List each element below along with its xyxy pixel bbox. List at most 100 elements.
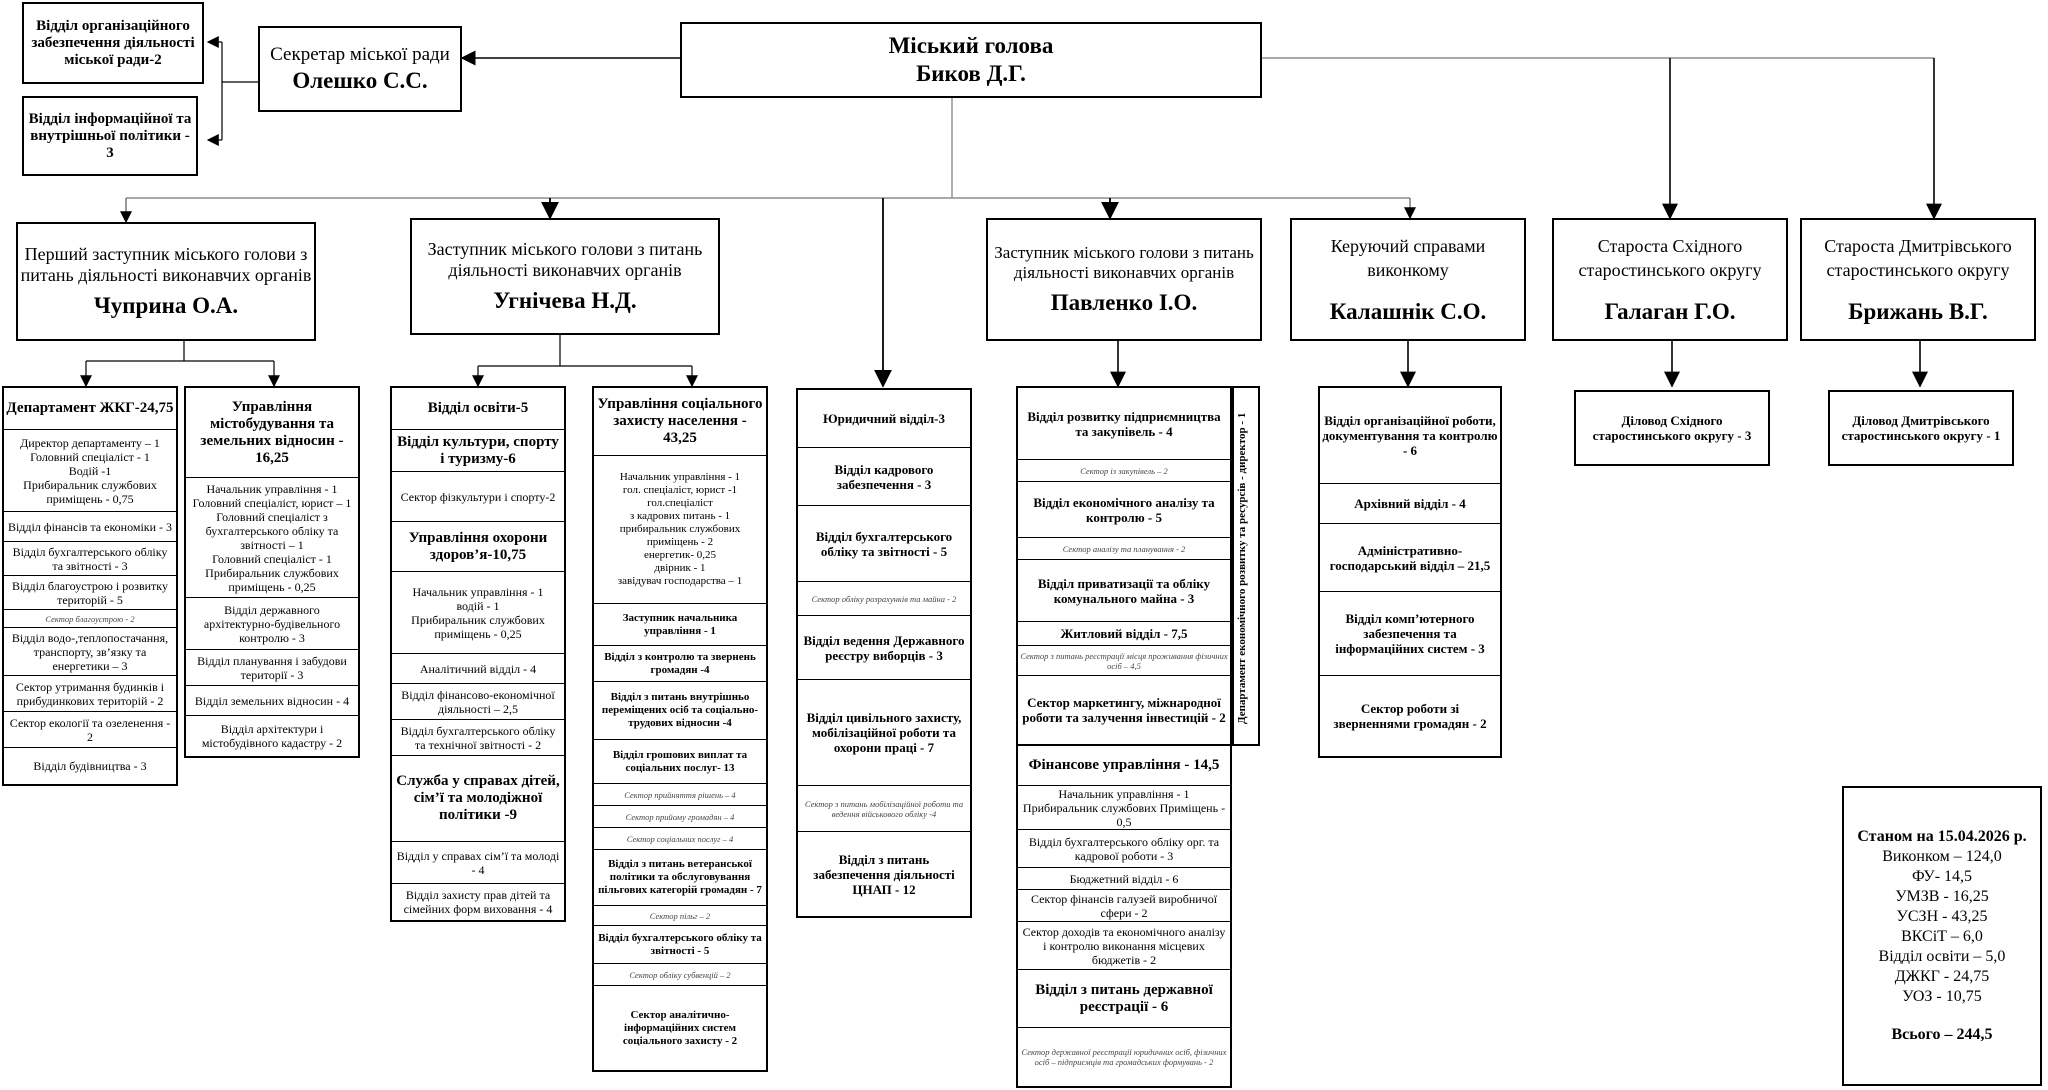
children-service: Служба у справах дітей, сім’ї та молодіж… xyxy=(392,756,564,842)
djkg-staff: Директор департаменту – 1 Головний спеці… xyxy=(4,430,176,512)
finance-unit: Сектор доходів та економічного аналізу і… xyxy=(1018,922,1230,970)
marketing-sector: Сектор маркетингу, міжнародної роботи та… xyxy=(1022,695,1226,725)
econ-unit: Відділ економічного аналізу та контролю … xyxy=(1018,482,1230,538)
mayor-title: Міський голова xyxy=(888,33,1054,58)
children-unit: Відділ захисту прав дітей та сімейних фо… xyxy=(403,888,553,916)
accounting-unit: Відділ бухгалтерського обліку та звітнос… xyxy=(798,506,970,582)
uszn-sector: Сектор пільг – 2 xyxy=(594,906,766,926)
economic-department: Відділ розвитку підприємництва та закупі… xyxy=(1016,386,1232,746)
deputy-chuprina: Перший заступник міського голови з питан… xyxy=(16,222,316,341)
economic-department-vertical-text: Департамент економічного розвитку та рес… xyxy=(1236,412,1248,724)
djkg-unit: Відділ бухгалтерського обліку та звітнос… xyxy=(4,542,176,576)
health-unit: Аналітичний відділ - 4 xyxy=(392,654,564,684)
state-registration-sector: Сектор державної реєстрації юридичних ос… xyxy=(1021,1047,1227,1067)
uszn-unit: Відділ з контролю та звернень громадян -… xyxy=(594,646,766,682)
summary-line: Виконком – 124,0 xyxy=(1882,848,2002,865)
umzv-title: Управління містобудування та земельних в… xyxy=(186,388,358,478)
summary-line: УОЗ - 10,75 xyxy=(1902,988,1982,1005)
voters-unit: Відділ ведення Державного реєстру виборц… xyxy=(798,616,970,680)
djkg-unit: Відділ водо-,теплопостачання, транспорту… xyxy=(4,628,176,676)
finance-department: Фінансове управління - 14,5 Начальник уп… xyxy=(1016,746,1232,1088)
umzv-unit: Відділ земельних відносин - 4 xyxy=(186,686,358,716)
summary-line: ВКСіТ – 6,0 xyxy=(1901,928,1983,945)
mobilization-sector: Сектор з питань мобілізаційної роботи та… xyxy=(798,786,970,832)
secretary-title: Секретар міської ради xyxy=(270,44,450,65)
djkg-unit: Сектор утримання будинків і прибудинкови… xyxy=(4,676,176,712)
finance-unit: Сектор фінансів галузей виробничої сфери… xyxy=(1018,890,1230,922)
uszn-staff: Начальник управління - 1 гол. спеціаліст… xyxy=(594,456,766,604)
civil-protection-unit: Відділ цивільного захисту, мобілізаційно… xyxy=(798,680,970,786)
finance-title: Фінансове управління - 14,5 xyxy=(1018,746,1230,786)
kal-unit: Архівний відділ - 4 xyxy=(1320,484,1500,524)
uszn-unit: Сектор аналітично-інформаційних систем с… xyxy=(622,1008,738,1047)
accounting-sector: Сектор обліку розрахунків та майна - 2 xyxy=(798,582,970,616)
health-unit: Відділ фінансово-економічної діяльності … xyxy=(392,684,564,720)
umzv-unit: Відділ планування і забудови території -… xyxy=(186,650,358,686)
education-column: Відділ освіти-5 Відділ культури, спорту … xyxy=(390,386,566,922)
summary-line: ДЖКГ - 24,75 xyxy=(1894,968,1990,985)
economic-department-label: Департамент економічного розвитку та рес… xyxy=(1232,386,1260,746)
legal-column: Юридичний відділ-3 Відділ кадрового забе… xyxy=(796,388,972,918)
summary-line: ФУ- 14,5 xyxy=(1911,868,1973,885)
econ-unit: Відділ приватизації та обліку комунально… xyxy=(1018,560,1230,622)
registration-sector: Сектор з питань реєстрації місця прожива… xyxy=(1018,646,1230,676)
culture-unit: Відділ культури, спорту і туризму-6 xyxy=(392,430,564,472)
deputy-kalashnik: Керуючий справами виконкому Калашнік С.О… xyxy=(1290,218,1526,341)
summary-line: УМЗВ - 16,25 xyxy=(1895,888,1989,905)
children-unit: Відділ у справах сім’ї та молоді - 4 xyxy=(392,842,564,884)
djkg-unit: Відділ будівництва - 3 xyxy=(33,759,147,773)
sec-unit-org: Відділ організаційного забезпечення діял… xyxy=(22,2,204,84)
uszn-unit: Відділ з питань ветеранської політики та… xyxy=(594,850,766,906)
summary-line: УСЗН - 43,25 xyxy=(1896,908,1988,925)
uszn-unit: Відділ з питань внутрішньо переміщених о… xyxy=(594,682,766,740)
umzv-unit: Відділ архітектури і містобудівного када… xyxy=(201,722,343,750)
djkg-unit: Відділ фінансів та економіки - 3 xyxy=(4,512,176,542)
kal-unit: Відділ комп’ютерного забезпечення та інф… xyxy=(1320,592,1500,676)
uszn-sector: Сектор прийняття рішень – 4 xyxy=(594,784,766,806)
secretary-box: Секретар міської ради Олешко С.С. xyxy=(258,26,462,112)
secretary-name: Олешко С.С. xyxy=(292,68,428,93)
uszn-unit: Відділ грошових виплат та соціальних пос… xyxy=(594,740,766,784)
mayor-name: Биков Д.Г. xyxy=(916,61,1026,86)
uszn-unit: Заступник начальника управління - 1 xyxy=(594,604,766,646)
kalashnik-column: Відділ організаційної роботи, документув… xyxy=(1318,386,1502,758)
deputy-ugnicheva: Заступник міського голови з питань діяль… xyxy=(410,218,720,335)
kal-unit: Сектор роботи зі зверненнями громадян - … xyxy=(1333,701,1487,731)
health-unit: Відділ бухгалтерського обліку та технічн… xyxy=(392,720,564,756)
kal-unit: Відділ організаційної роботи, документув… xyxy=(1320,388,1500,484)
sec-unit-info: Відділ інформаційної та внутрішньої полі… xyxy=(22,96,198,176)
djkg-column: Департамент ЖКГ-24,75 Директор департаме… xyxy=(2,386,178,786)
health-staff: Начальник управління - 1 водій - 1 Приби… xyxy=(392,572,564,654)
summary-box: Станом на 15.04.2026 р. Виконком – 124,0… xyxy=(1842,786,2042,1086)
econ-sector: Сектор аналізу та планування - 2 xyxy=(1018,538,1230,560)
uszn-sector: Сектор прийому громадян – 4 xyxy=(594,806,766,828)
umzv-column: Управління містобудування та земельних в… xyxy=(184,386,360,758)
sport-sector: Сектор фізкультури і спорту-2 xyxy=(392,472,564,522)
econ-unit: Відділ розвитку підприємництва та закупі… xyxy=(1018,388,1230,460)
summary-total: Всього – 244,5 xyxy=(1891,1026,1993,1043)
finance-unit: Відділ бухгалтерського обліку орг. та ка… xyxy=(1018,830,1230,868)
summary-line: Відділ освіти – 5,0 xyxy=(1878,948,2006,965)
uszn-title: Управління соціального захисту населення… xyxy=(594,388,766,456)
econ-sector: Сектор із закупівель – 2 xyxy=(1018,460,1230,482)
kal-unit: Адміністративно-господарський відділ – 2… xyxy=(1320,524,1500,592)
uszn-sector: Сектор обліку субвенцій – 2 xyxy=(594,964,766,986)
mayor-box: Міський голова Биков Д.Г. xyxy=(680,22,1262,98)
finance-staff: Начальник управління - 1 Прибиральник сл… xyxy=(1018,786,1230,830)
starosta-dmytrivka: Староста Дмитрівського старостинського о… xyxy=(1800,218,2036,341)
umzv-unit: Відділ державного архітектурно-будівельн… xyxy=(186,598,358,650)
legal-unit: Юридичний відділ-3 xyxy=(798,390,970,448)
uszn-sector: Сектор соціальних послуг – 4 xyxy=(594,828,766,850)
djkg-title: Департамент ЖКГ-24,75 xyxy=(4,388,176,430)
clerk-dmytrivka: Діловод Дмитрівського старостинського ок… xyxy=(1828,390,2014,466)
clerk-east: Діловод Східного старостинського округу … xyxy=(1574,390,1770,466)
finance-unit: Бюджетний відділ - 6 xyxy=(1018,868,1230,890)
summary-title: Станом на 15.04.2026 р. xyxy=(1857,828,2027,845)
djkg-unit: Відділ благоустрою і розвитку територій … xyxy=(4,576,176,610)
education-unit: Відділ освіти-5 xyxy=(392,388,564,430)
housing-unit: Житловий відділ - 7,5 xyxy=(1018,622,1230,646)
deputy-pavlenko: Заступник міського голови з питань діяль… xyxy=(986,218,1262,341)
djkg-sector: Сектор благоустрою - 2 xyxy=(4,610,176,628)
hr-unit: Відділ кадрового забезпечення - 3 xyxy=(798,448,970,506)
